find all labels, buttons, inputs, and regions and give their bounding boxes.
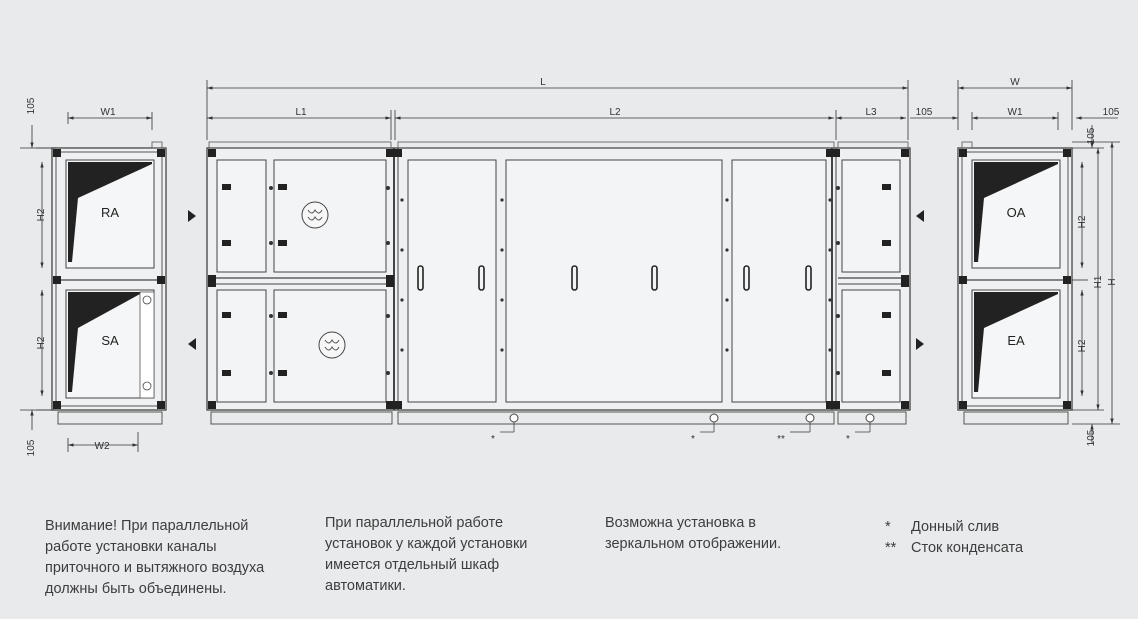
dim-h1: H1 — [1093, 275, 1104, 288]
legend-text: Сток конденсата — [911, 540, 1024, 556]
note-mirror-install: Возможна установка в зеркальном отображе… — [605, 515, 782, 552]
dim-105-left-top: 105 — [26, 97, 37, 114]
unit-drawing: RA SA W1 W2 H2 H2 105 105 — [20, 77, 1120, 456]
drain-mark-3: ** — [777, 434, 785, 445]
dim-105-left-bottom: 105 — [26, 439, 37, 456]
legend: * Донный слив ** Сток конденсата — [885, 517, 1023, 559]
dim-l1: L1 — [295, 107, 307, 118]
dim-l: L — [540, 77, 546, 88]
dim-w2-left: W2 — [95, 441, 110, 452]
note-parallel-ducts: Внимание! При параллельной работе устано… — [45, 518, 265, 597]
side-dimensions — [206, 80, 958, 140]
legend-text: Донный слив — [911, 519, 1000, 535]
drain-mark-1: * — [491, 434, 495, 445]
port-label-sa: SA — [101, 333, 119, 348]
port-label-oa: OA — [1007, 205, 1026, 220]
port-label-ea: EA — [1007, 333, 1025, 348]
dim-w: W — [1010, 77, 1020, 88]
dim-105-right-top: 105 — [1103, 107, 1120, 118]
right-dimensions — [957, 80, 1120, 444]
dim-105-right-v-bottom: 105 — [1086, 429, 1097, 446]
dim-h2-left-top: H2 — [36, 208, 47, 221]
dim-l2: L2 — [609, 107, 621, 118]
legend-mark: * — [885, 519, 891, 535]
drain-mark-4: * — [846, 434, 850, 445]
dim-h2-right-top: H2 — [1077, 215, 1088, 228]
legend-mark: ** — [885, 540, 897, 556]
dim-w1-left: W1 — [101, 107, 116, 118]
legend-item-condensate: ** Сток конденсата — [885, 538, 1023, 559]
legend-item-bottom-drain: * Донный слив — [885, 517, 1023, 538]
dim-105-right-v-top: 105 — [1086, 127, 1097, 144]
dim-h: H — [1107, 278, 1118, 285]
port-label-ra: RA — [101, 205, 119, 220]
left-dimensions — [20, 112, 153, 452]
drain-mark-2: * — [691, 434, 695, 445]
right-end-view: OA EA — [957, 141, 1073, 425]
dim-h2-right-bottom: H2 — [1077, 339, 1088, 352]
dim-h2-left-bottom: H2 — [36, 336, 47, 349]
dim-w1-right: W1 — [1008, 107, 1023, 118]
side-view: * * ** * — [188, 141, 924, 445]
left-end-view: RA SA — [51, 141, 167, 425]
note-control-cabinet: При параллельной работе установок у кажд… — [325, 515, 528, 594]
dim-l3: L3 — [865, 107, 877, 118]
dim-105-middle: 105 — [916, 107, 933, 118]
